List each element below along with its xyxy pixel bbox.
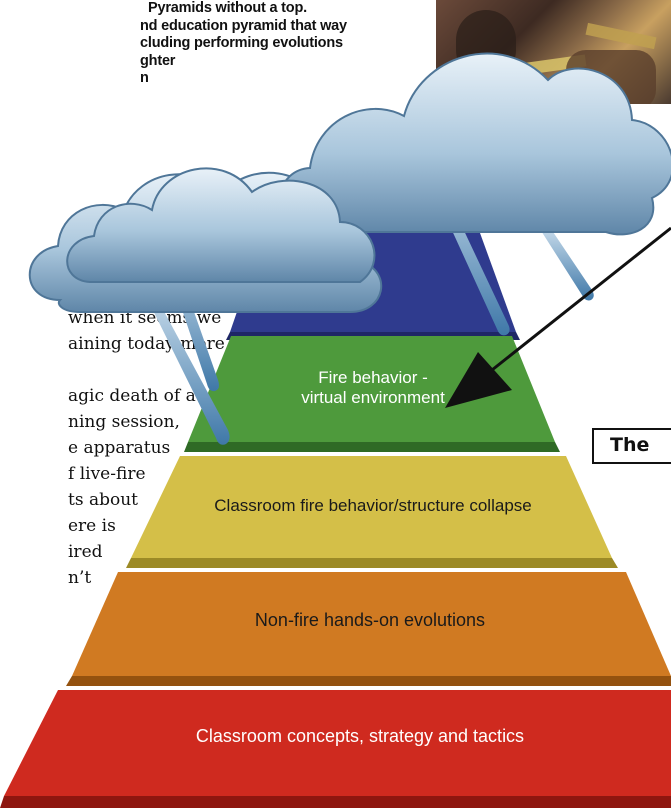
pyramid-tier-3 xyxy=(66,572,671,686)
cloud-middle xyxy=(66,167,376,283)
body-text-line: aining today more xyxy=(68,334,225,354)
tier-label-4: Classroom concepts, strategy and tactics xyxy=(60,726,660,747)
caption-line: n xyxy=(140,70,149,86)
tier-label-line: virtual environment xyxy=(301,388,445,407)
caption-line: nd education pyramid that way xyxy=(140,17,347,34)
body-text-line: e apparatus xyxy=(68,438,171,458)
tier-label-line: Classroom concepts, strategy and tactics xyxy=(195,726,525,746)
tier-label-line: Fire behavior - xyxy=(318,368,428,387)
caption-line: Pyramids without a top. xyxy=(148,0,307,16)
pyramid-tier-4 xyxy=(0,690,671,808)
pyramid-tier-1 xyxy=(184,336,560,452)
body-text-line: ning session, xyxy=(68,412,180,432)
body-text-line: ts about xyxy=(68,490,138,510)
body-text-line: agic death of a xyxy=(68,386,196,406)
tier-label-3: Non-fire hands-on evolutions xyxy=(110,610,630,631)
tier-label-line: Classroom fire behavior/structure collap… xyxy=(214,496,532,515)
caption: Pyramids without a top. nd education pyr… xyxy=(0,0,440,88)
cloud-right xyxy=(279,52,671,236)
tier-label-1: Fire behavior - virtual environment xyxy=(260,368,486,408)
pyramid-tier-2 xyxy=(126,456,618,568)
body-text-line: f live-fire xyxy=(68,464,146,484)
body-text-line: ere is xyxy=(68,516,116,536)
body-text-line: ired xyxy=(68,542,103,562)
body-text-line: n’t xyxy=(68,568,92,588)
callout-box: The xyxy=(592,428,671,464)
caption-line: cluding performing evolutions xyxy=(140,35,343,51)
arrow-icon xyxy=(445,226,671,408)
callout-text: The xyxy=(610,434,650,456)
tier-label-line: Non-fire hands-on evolutions xyxy=(254,610,486,630)
caption-line: ghter xyxy=(140,52,176,69)
tier-label-2: Classroom fire behavior/structure collap… xyxy=(140,496,606,516)
